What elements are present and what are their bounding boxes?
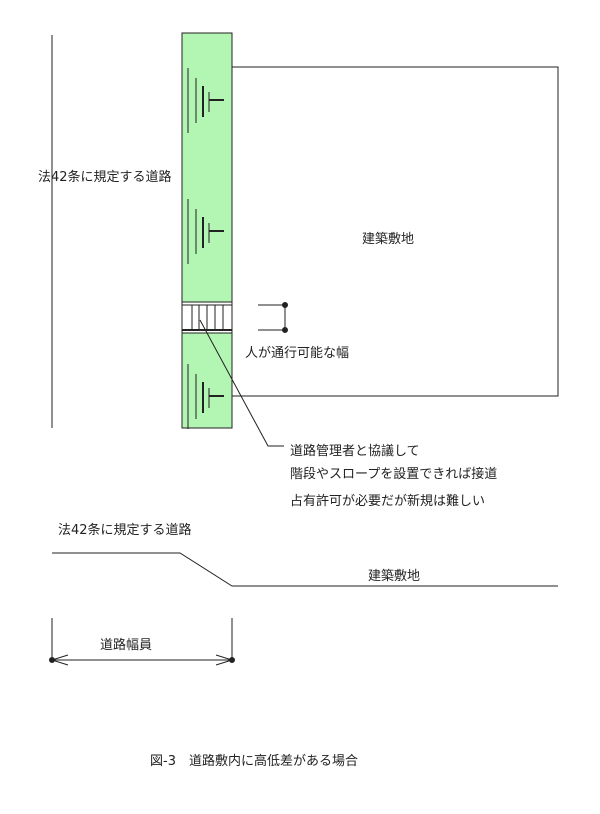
note-line: 道路管理者と協議して: [290, 444, 420, 459]
note-leader-line: [199, 319, 284, 447]
road-width-dimension: [49, 618, 235, 666]
plan-road-label: 法42条に規定する道路: [38, 170, 172, 185]
embankment-symbol: [187, 68, 224, 133]
section-site-label: 建築敷地: [368, 569, 421, 584]
passable-width-label: 人が通行可能な幅: [245, 346, 350, 361]
building-site-outline: [232, 66, 559, 397]
road-width-label: 道路幅員: [100, 638, 153, 653]
section-ground-line: [52, 552, 558, 587]
plan-site-label: 建築敷地: [362, 232, 415, 247]
stairs: [181, 301, 233, 334]
figure-caption: 図-3 道路敷内に高低差がある場合: [150, 754, 358, 769]
note-line: 占有許可が必要だが新規は難しい: [290, 494, 486, 509]
section-road-label: 法42条に規定する道路: [58, 523, 192, 538]
green-road-strip: [181, 32, 233, 429]
passable-width-dimension: [258, 302, 288, 333]
note-line: 階段やスロープを設置できれば接道: [290, 467, 498, 482]
